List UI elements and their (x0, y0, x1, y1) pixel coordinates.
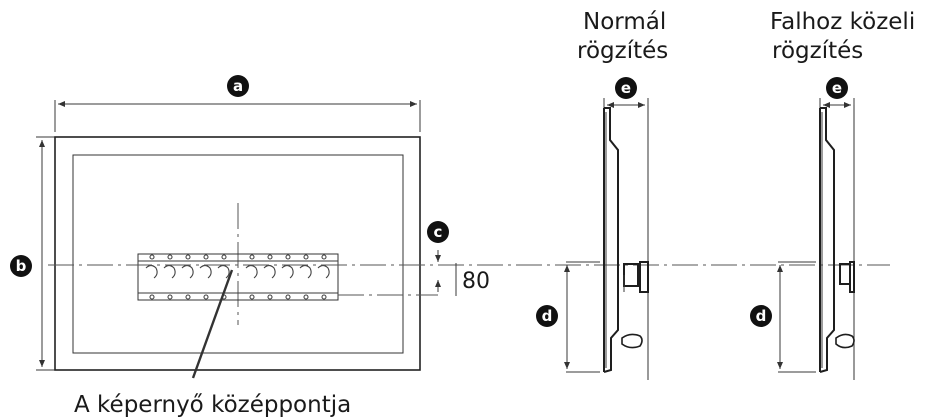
close-mount-title-line1: Falhoz közeli (770, 9, 915, 35)
svg-text:e: e (621, 79, 631, 97)
svg-text:d: d (756, 307, 767, 325)
tv-foot-close (835, 333, 855, 349)
badge-e-close: e (826, 77, 848, 99)
tv-outer-frame (54, 136, 421, 371)
screen-center-label: A képernyő középpontja (74, 392, 351, 418)
normal-mount-title-line1: Normál (583, 9, 666, 35)
normal-mount-title-line2: rögzítés (577, 38, 668, 64)
badge-c: c (427, 221, 449, 243)
side-view-normal: Normál rögzítés e d (536, 9, 668, 380)
dimension-80-label: 80 (462, 269, 490, 294)
tv-foot-normal (621, 333, 643, 349)
mounting-bracket-side-close (839, 261, 855, 293)
svg-text:b: b (16, 257, 27, 275)
badge-b: b (10, 255, 32, 277)
side-view-close: Falhoz közeli rögzítés e d (750, 9, 915, 380)
mounting-bracket-front (137, 253, 339, 301)
svg-text:c: c (434, 223, 443, 241)
badge-e-normal: e (615, 77, 637, 99)
front-view: a b (10, 75, 890, 418)
tv-screen-frame (72, 154, 404, 354)
mounting-bracket-side-normal (623, 261, 649, 293)
screen-center-pointer (191, 269, 234, 379)
badge-d-normal: d (536, 305, 558, 327)
svg-text:a: a (233, 77, 243, 95)
svg-text:d: d (542, 307, 553, 325)
badge-a: a (227, 75, 249, 97)
svg-text:e: e (832, 79, 842, 97)
badge-d-close: d (750, 305, 772, 327)
close-mount-title-line2: rögzítés (772, 38, 863, 64)
